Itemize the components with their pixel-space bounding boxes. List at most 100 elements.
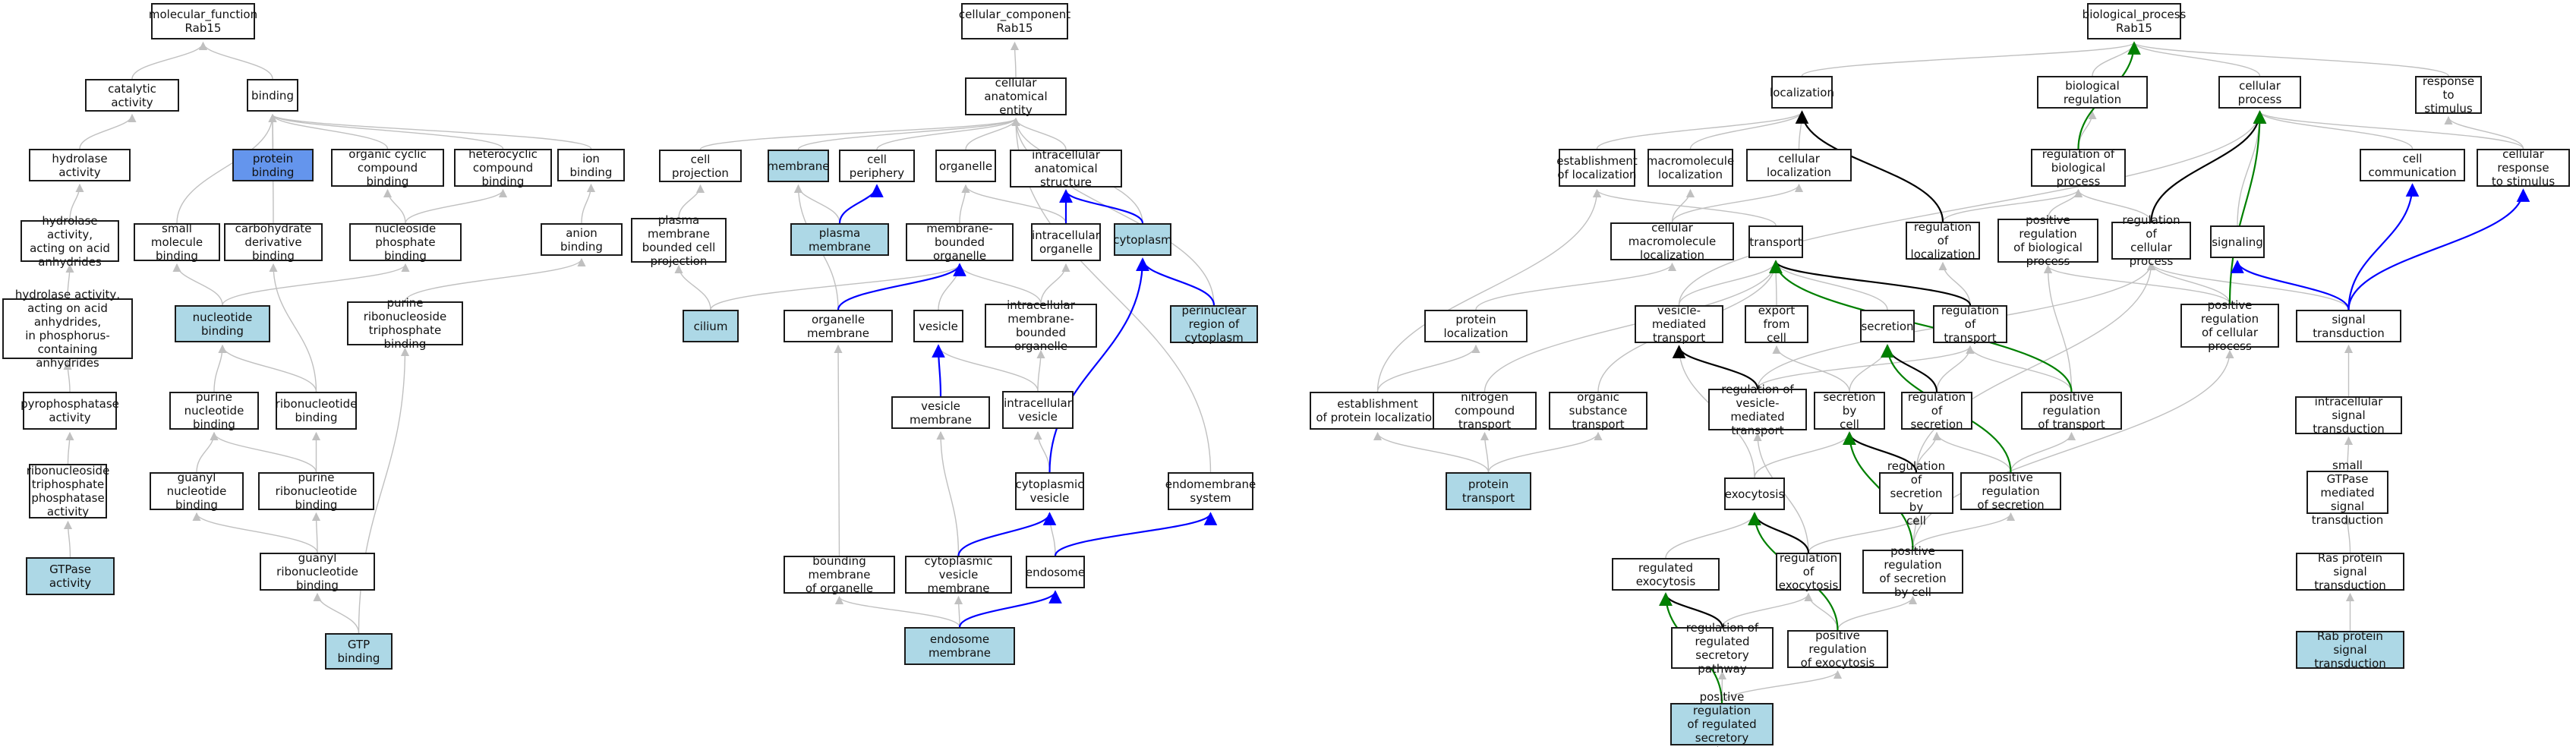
edge-intra-vesicle-to-intra-mbo [1036,349,1045,392]
go-term-pm-bounded: plasma membrane bounded cell projection [631,213,727,268]
edge-signal-transduction-to-cell-comm [2347,183,2420,310]
go-term-membrane: membrane [767,150,830,182]
go-term-nitrogen-transport: nitrogen compound transport [1433,390,1537,431]
go-term-plasma-membrane: plasma membrane [790,223,889,256]
go-term-reg-cell-proc: regulation of cellular process [2111,213,2191,268]
edge-cae-to-cc-root [1010,41,1020,78]
go-term-transport: transport [1748,225,1803,258]
edge-cell-periphery-to-cae [876,117,1020,150]
edge-ras-signal-to-small-gtpase [2343,515,2352,553]
edge-pos-reg-transport-to-reg-transport [1966,345,2073,392]
edge-plasma-membrane-to-membrane [793,184,840,224]
edge-cyto-vesicle-to-intra-vesicle [1033,430,1051,473]
edge-cell-comm-to-cellular-process [2256,110,2414,150]
edge-reg-bio-proc-to-bio-reg [2077,110,2097,150]
edge-gtp-binding-to-guanyl-ribonuc [313,592,360,634]
go-term-guanyl-ribonuc: guanyl ribonucleotide binding [260,551,375,592]
go-term-bio-reg: biological regulation [2037,76,2148,109]
edge-vesicle-transport-to-cellular-process [1678,110,2265,306]
edge-nucleoside-phos-to-heterocyclic [405,188,508,224]
go-term-reg-sec-by-cell: regulation of secretion by cell [1879,459,1953,528]
edge-hyd-phos-to-hyd-acid [65,263,74,299]
go-term-vesicle-membrane: vesicle membrane [891,396,990,429]
go-term-cae: cellular anatomical entity [965,76,1067,117]
go-term-intra-anat: intracellular anatomical structure [1010,148,1122,189]
go-term-intra-org: intracellular organelle [1031,223,1101,261]
edge-reg-vesicle-to-vesicle-transport [1672,345,1759,389]
edge-intra-org-to-organelle [961,184,1067,224]
go-term-endosome: endosome [1026,556,1085,588]
go-term-hydrolase: hydrolase activity [29,149,131,181]
edge-reg-sec-by-cell-to-reg-cell-proc [1915,261,2156,473]
edge-plasma-membrane-to-cell-periphery [838,184,884,224]
edge-membrane-to-cae [797,117,1020,150]
go-term-reg-transport: regulation of transport [1933,304,2007,345]
edge-cell-loc-to-localization [1797,110,1807,150]
edge-reg-cell-proc-to-reg-bio-proc [2073,188,2152,222]
go-term-cilium: cilium [683,310,739,342]
go-term-endosome-membrane: endosome membrane [904,627,1015,665]
go-term-est-loc: establishment of localization [1556,149,1638,187]
edge-cilium-to-pm-bounded [674,264,711,310]
edge-cell-macro-loc-to-macro-loc [1671,188,1695,223]
edge-endosome-to-cyto-vesicle [1045,512,1056,556]
edge-ribonucleotide-to-carbohydrate [269,263,317,392]
edge-reg-exo-to-exocytosis [1665,512,1759,559]
edge-signal-transduction-to-reg-cell-proc [2147,261,2350,310]
go-term-endomembrane: endomembrane system [1165,472,1256,510]
go-term-gtp-binding: GTP binding [325,633,393,670]
edge-pos-reg-transport-to-pos-reg-bio [2043,264,2073,392]
go-term-purine-nuc: purine nucleotide binding [169,390,259,431]
edge-signal-transduction-to-cell-resp [2347,188,2530,310]
edge-hydrolase-to-catalytic [79,113,137,150]
go-term-intra-signal: intracellular signal transduction [2295,395,2402,436]
go-term-organic-cyclic: organic cyclic compound binding [331,147,444,188]
go-term-nucleoside-phos: nucleoside phosphate binding [349,222,462,263]
go-term-cell-macro-loc: cellular macromolecule localization [1610,221,1734,262]
go-term-hyd-phos: hydrolase activity, acting on acid anhyd… [2,288,133,370]
edge-guanyl-ribonuc-to-purine-ribonuc [311,512,321,553]
edge-ion-binding-to-binding [268,113,592,150]
edge-ntp-phosphatase-to-pyrophosphatase [65,431,74,465]
go-term-cell-comm: cell communication [2360,149,2465,181]
edge-small-gtpase-to-intra-signal [2344,436,2354,471]
go-term-vesicle: vesicle [913,310,963,342]
go-term-heterocyclic: heterocyclic compound binding [454,147,552,188]
edge-endosome-to-endomembrane [1054,512,1218,556]
go-term-ras-signal: Ras protein signal transduction [2296,551,2404,592]
edge-guanyl-ribonuc-to-guanyl-nuc [192,512,318,553]
go-term-localization: localization [1770,76,1834,109]
go-term-response-stimulus: response to stimulus [2415,74,2482,115]
edge-catalytic-to-mf-root [131,41,208,80]
edge-protein-transport-to-organic-transport [1487,431,1603,473]
edge-organelle-membrane-to-mem-bounded-org [837,263,966,310]
go-term-pos-reg-reg-sec: positive regulation of regulated secreto… [1670,690,1774,747]
edge-purine-ribonuc-tri-to-anion-binding [404,257,586,302]
go-term-cyto-vesicle: cytoplasmic vesicle [1015,472,1084,510]
edge-pos-reg-exo-to-pos-reg-sec-cell [1837,595,1918,631]
edge-protein-transport-to-est-protein-loc [1373,431,1490,473]
edge-reg-loc-to-localization [1795,110,1944,222]
edge-secretion-to-transport [1771,260,1888,310]
go-term-signaling: signaling [2210,225,2265,258]
edge-anion-binding-to-ion-binding [581,183,596,224]
edge-pos-reg-reg-sec-to-pos-reg-exo [1721,670,1843,704]
edge-pos-reg-sec-cell-to-pos-reg-secretion [1912,512,2016,550]
go-term-cytoplasm: cytoplasm [1113,223,1172,256]
go-term-export-cell: export from cell [1745,304,1808,345]
edge-heterocyclic-to-binding [268,113,504,150]
go-term-pyrophosphatase: pyrophosphatase activity [20,392,119,430]
edge-vesicle-membrane-to-vesicle [932,344,945,397]
edge-pos-reg-secretion-to-reg-secretion [1932,431,2012,473]
go-term-vesicle-transport: vesicle-mediated transport [1635,304,1723,345]
go-term-organic-transport: organic substance transport [1549,390,1647,431]
edge-reg-exocytosis-to-reg-sec-by-cell [1808,515,1921,553]
go-term-pos-reg-cell: positive regulation of cellular process [2180,298,2279,353]
go-term-rab-signal: Rab protein signal transduction [2296,629,2404,670]
edge-purine-ribonuc-to-purine-nuc [210,431,317,473]
go-term-gtpase: GTPase activity [26,557,115,595]
edge-nucleotide-binding-to-nucleoside-phos [222,263,410,306]
edge-endosome-membrane-to-endosome [958,590,1062,628]
go-term-secretion: secretion [1860,310,1915,342]
go-term-bounding-membrane: bounding membrane of organelle [784,554,895,595]
